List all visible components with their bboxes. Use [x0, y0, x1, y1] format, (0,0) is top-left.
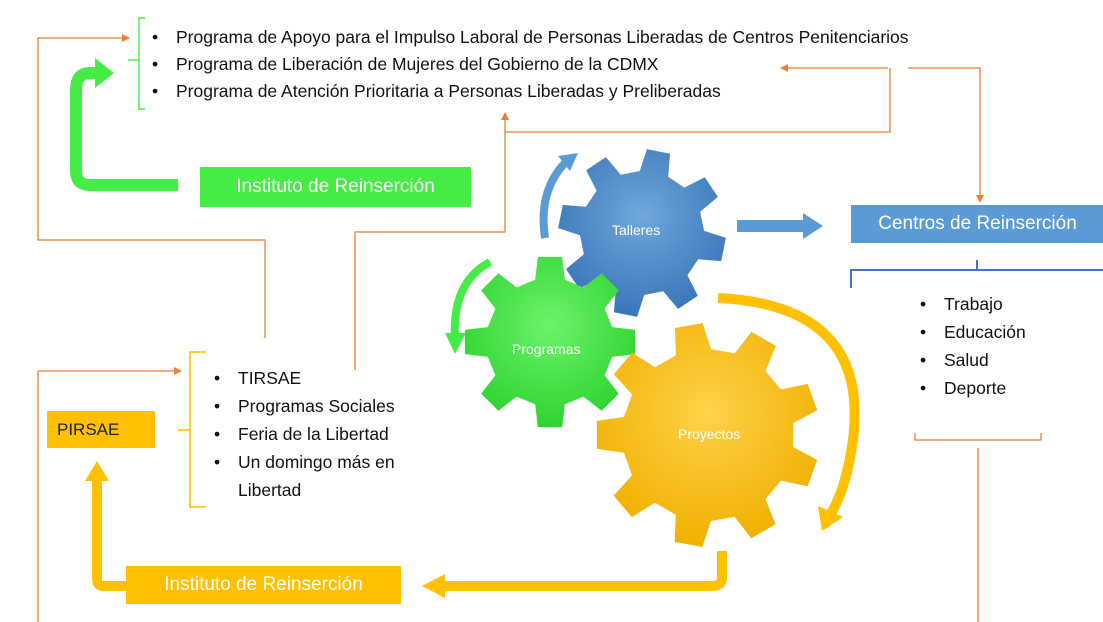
yellow-left-arrow-head — [85, 461, 109, 481]
list-item: Feria de la Libertad — [208, 420, 458, 448]
list-item: Deporte — [914, 374, 1026, 402]
yellow-bottom-arrow-head — [422, 574, 445, 598]
yellow-instituto-box: Instituto de Reinserción — [126, 566, 401, 604]
yellow-curve-arrow-head — [818, 506, 843, 531]
list-item: Programas Sociales — [208, 392, 458, 420]
list-item: Salud — [914, 346, 1026, 374]
list-item: Un domingo más en Libertad — [208, 448, 448, 504]
talleres-label: Talleres — [612, 222, 661, 238]
list-item: Programa de Atención Prioritaria a Perso… — [146, 78, 909, 105]
connector-mid-up — [354, 112, 509, 370]
yellow-left-arrow — [92, 478, 126, 591]
green-return-arrow — [70, 67, 178, 191]
green-instituto-box: Instituto de Reinserción — [200, 167, 471, 207]
gear-proyectos-shape — [596, 323, 818, 547]
list-item: TIRSAE — [208, 364, 458, 392]
centros-top-bracket — [850, 260, 1103, 288]
programas-label: Programas — [512, 341, 581, 357]
list-item: Programa de Liberación de Mujeres del Go… — [146, 51, 909, 78]
green-curve-arrow-head — [445, 333, 466, 354]
pirsae-list: TIRSAE Programas Sociales Feria de la Li… — [208, 364, 458, 504]
proyectos-label: Proyectos — [678, 426, 741, 442]
centros-label: Centros de Reinserción — [878, 213, 1077, 234]
blue-curve-arrow-head — [558, 153, 578, 171]
blue-curve-arrow — [539, 159, 569, 239]
yellow-instituto-label: Instituto de Reinserción — [164, 574, 363, 595]
orange-connectors — [37, 34, 984, 622]
centros-list: Trabajo Educación Salud Deporte — [914, 290, 1026, 402]
yellow-bottom-arrow — [440, 551, 727, 591]
gear-programas-shape — [464, 256, 636, 428]
green-arrow-head — [95, 58, 114, 88]
pirsae-box: PIRSAE — [47, 411, 155, 448]
centros-box: Centros de Reinserción — [851, 205, 1103, 243]
top-list-bracket — [128, 17, 145, 110]
list-item: Trabajo — [914, 290, 1026, 318]
blue-right-arrow — [737, 213, 823, 239]
proyectos-gear — [596, 323, 818, 547]
connector-centros-to-list — [908, 67, 984, 203]
yellow-curve-arrow — [717, 293, 860, 518]
connector-left-top — [37, 34, 266, 338]
pirsae-list-bracket — [178, 351, 206, 508]
centros-bottom-bracket — [914, 433, 1042, 441]
top-programs-list: Programa de Apoyo para el Impulso Labora… — [146, 24, 909, 105]
pirsae-label: PIRSAE — [57, 419, 120, 439]
programas-gear — [464, 256, 636, 428]
connector-left-bottom — [37, 367, 182, 622]
green-instituto-label: Instituto de Reinserción — [236, 176, 435, 197]
list-item: Programa de Apoyo para el Impulso Labora… — [146, 24, 909, 51]
green-curve-arrow — [450, 258, 493, 339]
list-item: Educación — [914, 318, 1026, 346]
